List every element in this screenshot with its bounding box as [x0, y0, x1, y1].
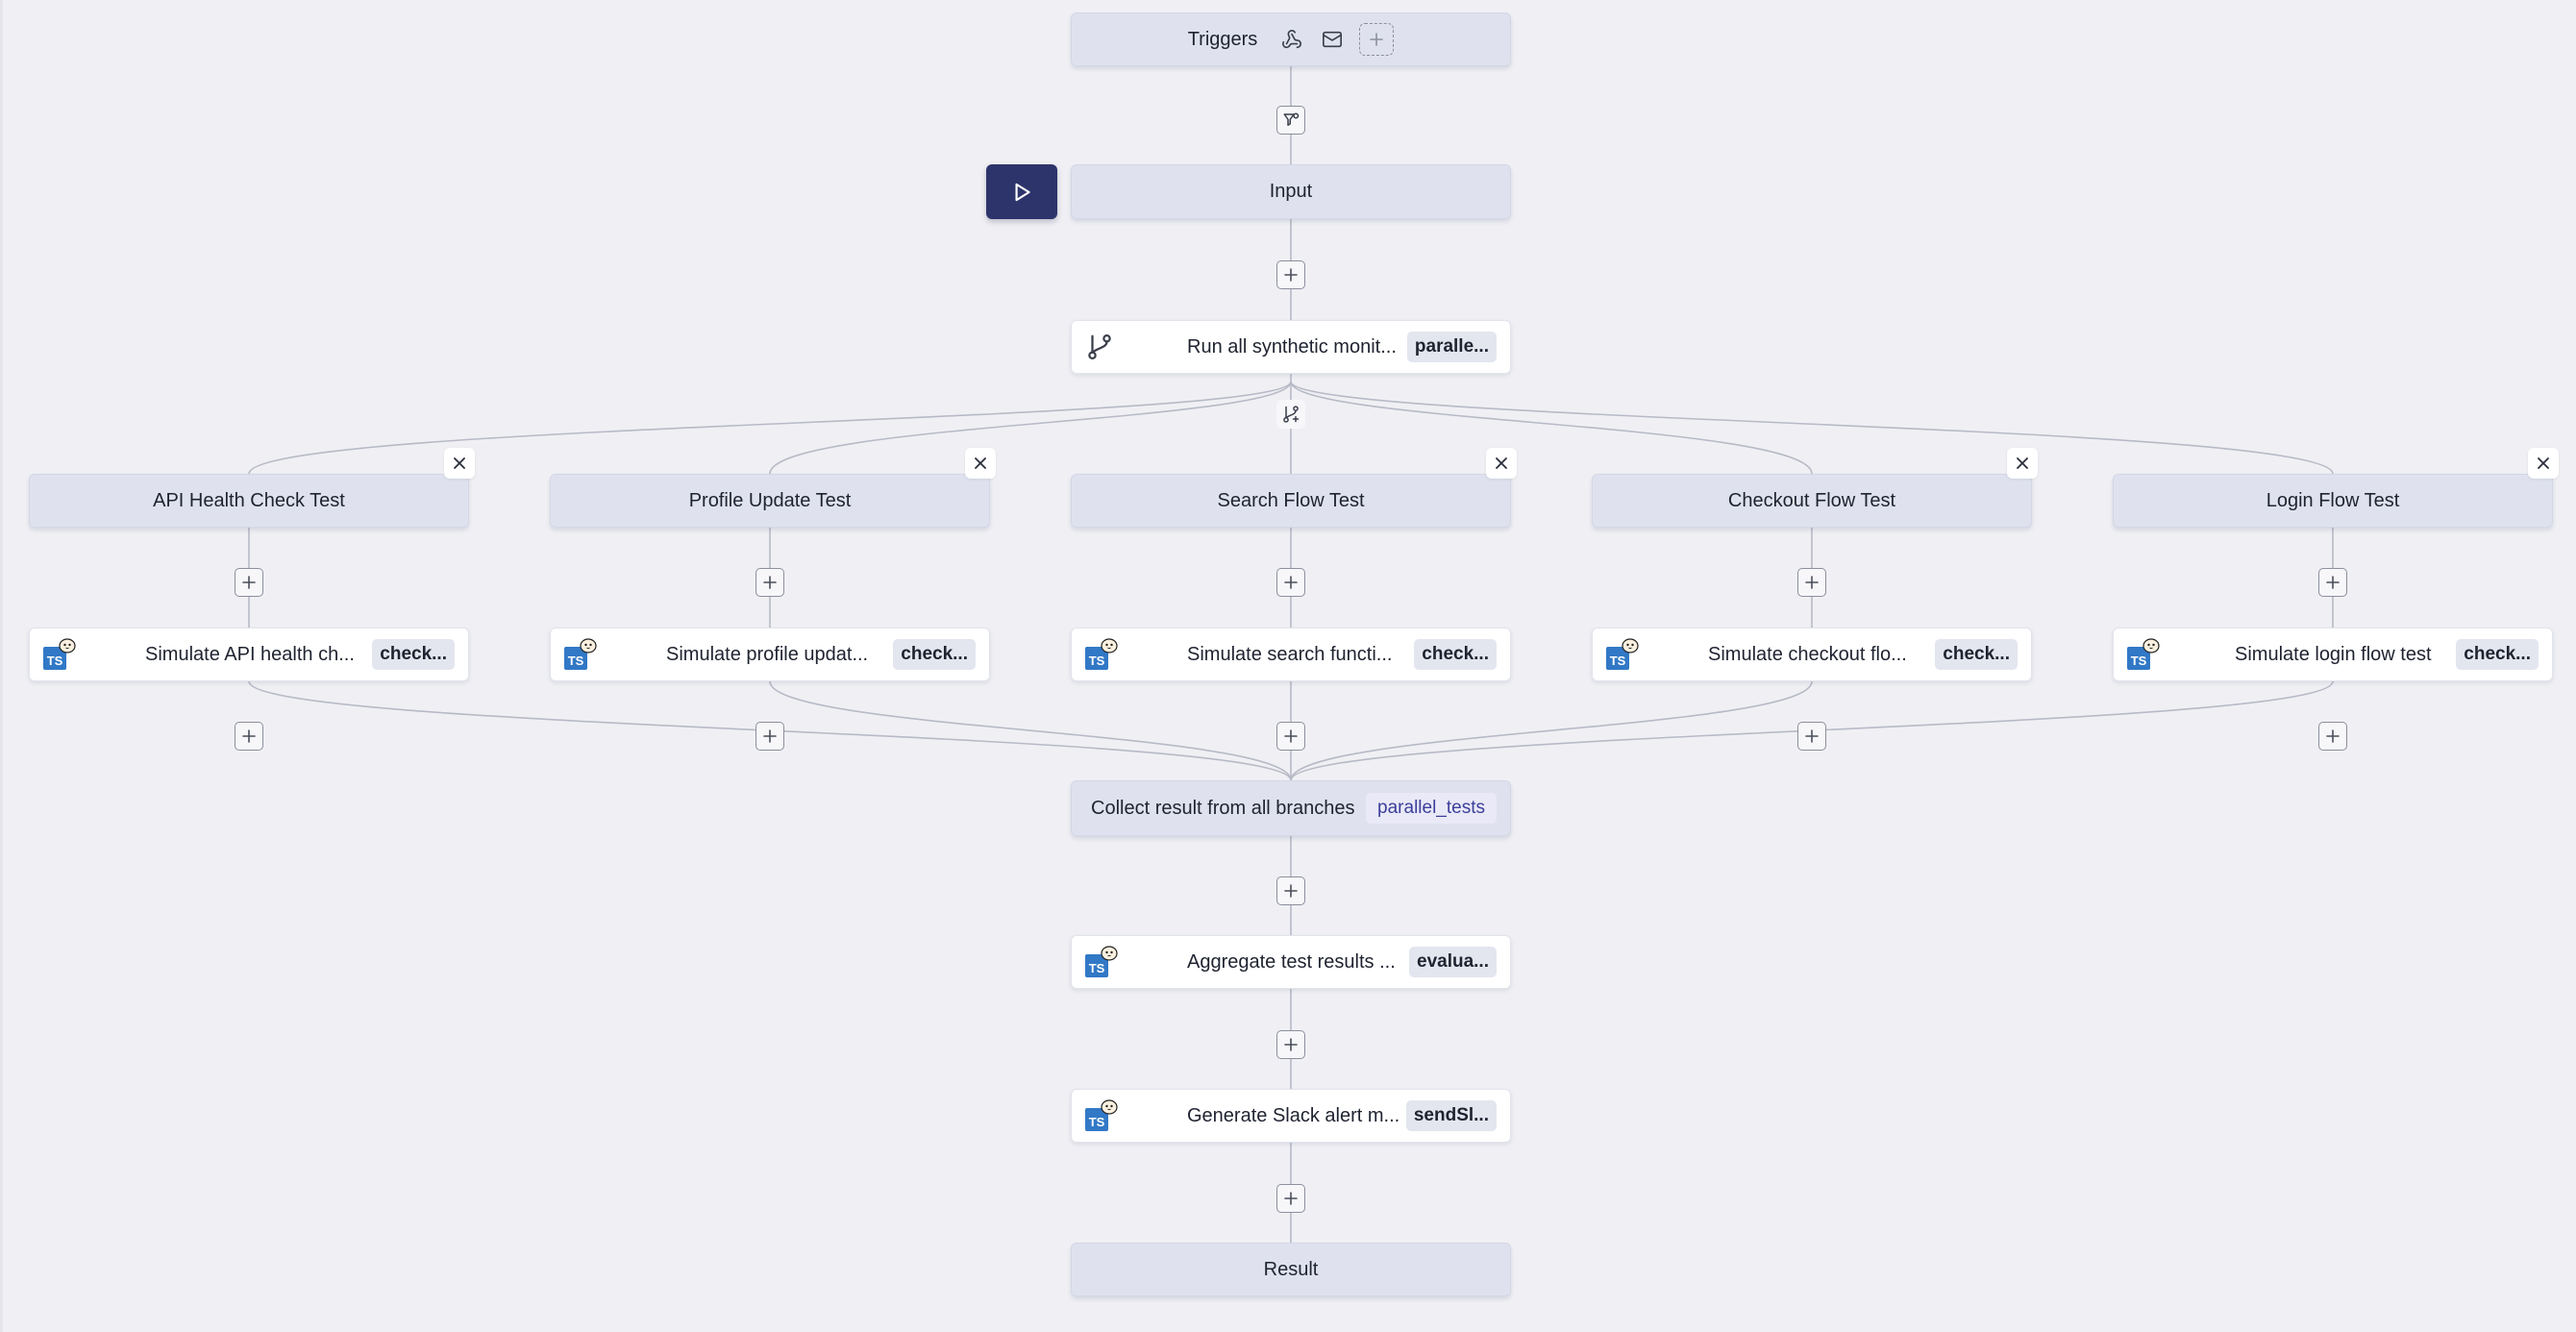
script-step-label: Simulate checkout flo...: [1708, 643, 1907, 665]
script-step-label: Aggregate test results ...: [1187, 950, 1396, 973]
run-flow-button[interactable]: [986, 164, 1057, 219]
branch-node[interactable]: Profile Update Test: [550, 474, 990, 528]
add-step-button[interactable]: [1276, 1030, 1305, 1059]
typescript-bun-icon: TS: [564, 638, 597, 670]
add-trigger-button[interactable]: [1359, 23, 1395, 56]
add-step-button[interactable]: [235, 568, 263, 597]
script-step-id: check...: [2456, 639, 2539, 670]
script-step-id: evalua...: [1409, 947, 1497, 977]
script-step-label: Simulate search functi...: [1187, 643, 1393, 665]
parallel-loop-node[interactable]: Run all synthetic monit... paralle...: [1071, 320, 1511, 374]
branch-node[interactable]: Login Flow Test: [2113, 474, 2553, 528]
typescript-bun-icon: TS: [43, 638, 76, 670]
typescript-bun-icon: TS: [1606, 638, 1639, 670]
input-label: Input: [1269, 181, 1313, 202]
remove-branch-button[interactable]: [444, 448, 475, 479]
triggers-node[interactable]: Triggers: [1071, 12, 1511, 66]
collect-results-label: Collect result from all branches: [1091, 797, 1355, 819]
script-step-node[interactable]: TS Aggregate test results ... evalua...: [1071, 935, 1511, 989]
branch-label: Checkout Flow Test: [1727, 489, 1896, 511]
result-node[interactable]: Result: [1071, 1243, 1511, 1296]
add-step-button[interactable]: [2318, 568, 2347, 597]
preprocessor-icon[interactable]: [1276, 106, 1305, 135]
add-step-button[interactable]: [1276, 876, 1305, 905]
add-step-button[interactable]: [1276, 1184, 1305, 1213]
svg-text:TS: TS: [1610, 654, 1626, 668]
svg-text:TS: TS: [1089, 1115, 1105, 1129]
script-step-id: check...: [1935, 639, 2018, 670]
remove-branch-button[interactable]: [2007, 448, 2038, 479]
script-step-node[interactable]: TS Simulate profile updat... check...: [550, 628, 990, 681]
canvas-left-border: [0, 0, 3, 1332]
script-step-label: Simulate login flow test: [2235, 643, 2432, 665]
collect-results-node[interactable]: Collect result from all branches paralle…: [1071, 780, 1511, 836]
script-step-node[interactable]: TS Simulate API health ch... check...: [29, 628, 469, 681]
typescript-bun-icon: TS: [1085, 638, 1118, 670]
typescript-bun-icon: TS: [2127, 638, 2160, 670]
add-step-button[interactable]: [1276, 722, 1305, 751]
script-step-id: check...: [893, 639, 976, 670]
play-icon: [1015, 183, 1030, 201]
branch-label: Profile Update Test: [688, 489, 852, 511]
typescript-bun-icon: TS: [1085, 1099, 1118, 1131]
branch-node[interactable]: Checkout Flow Test: [1592, 474, 2032, 528]
remove-branch-button[interactable]: [2528, 448, 2559, 479]
remove-branch-button[interactable]: [965, 448, 996, 479]
add-step-button[interactable]: [1797, 568, 1826, 597]
parallel-loop-id: paralle...: [1406, 332, 1497, 362]
typescript-bun-icon: TS: [1085, 946, 1118, 977]
script-step-id: check...: [372, 639, 455, 670]
webhook-icon[interactable]: [1278, 26, 1305, 53]
svg-text:TS: TS: [1089, 654, 1105, 668]
parallel-loop-label: Run all synthetic monit...: [1187, 335, 1397, 358]
script-step-id: sendSl...: [1405, 1100, 1497, 1131]
input-node[interactable]: Input: [1071, 164, 1511, 219]
svg-text:TS: TS: [1089, 961, 1105, 975]
svg-text:TS: TS: [2131, 654, 2147, 668]
add-step-button[interactable]: [1797, 722, 1826, 751]
add-branch-icon[interactable]: [1276, 400, 1305, 429]
add-step-button[interactable]: [235, 722, 263, 751]
script-step-id: check...: [1414, 639, 1497, 670]
mail-icon[interactable]: [1319, 26, 1346, 53]
branch-node[interactable]: API Health Check Test: [29, 474, 469, 528]
svg-text:TS: TS: [47, 654, 63, 668]
branch-node[interactable]: Search Flow Test: [1071, 474, 1511, 528]
branch-label: API Health Check Test: [153, 489, 345, 511]
script-step-node[interactable]: TS Simulate search functi... check...: [1071, 628, 1511, 681]
script-step-node[interactable]: TS Simulate login flow test check...: [2113, 628, 2553, 681]
branch-label: Login Flow Test: [2266, 489, 2400, 511]
add-step-button[interactable]: [755, 722, 784, 751]
remove-branch-button[interactable]: [1486, 448, 1517, 479]
add-step-button[interactable]: [2318, 722, 2347, 751]
add-step-button[interactable]: [755, 568, 784, 597]
script-step-label: Generate Slack alert m...: [1187, 1104, 1400, 1126]
add-step-button[interactable]: [1276, 568, 1305, 597]
collect-results-id: parallel_tests: [1366, 793, 1497, 824]
branch-label: Search Flow Test: [1217, 489, 1365, 511]
branch-icon: [1088, 334, 1111, 359]
script-step-node[interactable]: TS Generate Slack alert m... sendSl...: [1071, 1089, 1511, 1143]
script-step-label: Simulate profile updat...: [666, 643, 869, 665]
svg-text:TS: TS: [568, 654, 584, 668]
script-step-node[interactable]: TS Simulate checkout flo... check...: [1592, 628, 2032, 681]
script-step-label: Simulate API health ch...: [145, 643, 355, 665]
triggers-label: Triggers: [1187, 28, 1258, 50]
add-step-button[interactable]: [1276, 260, 1305, 289]
result-label: Result: [1263, 1258, 1319, 1280]
